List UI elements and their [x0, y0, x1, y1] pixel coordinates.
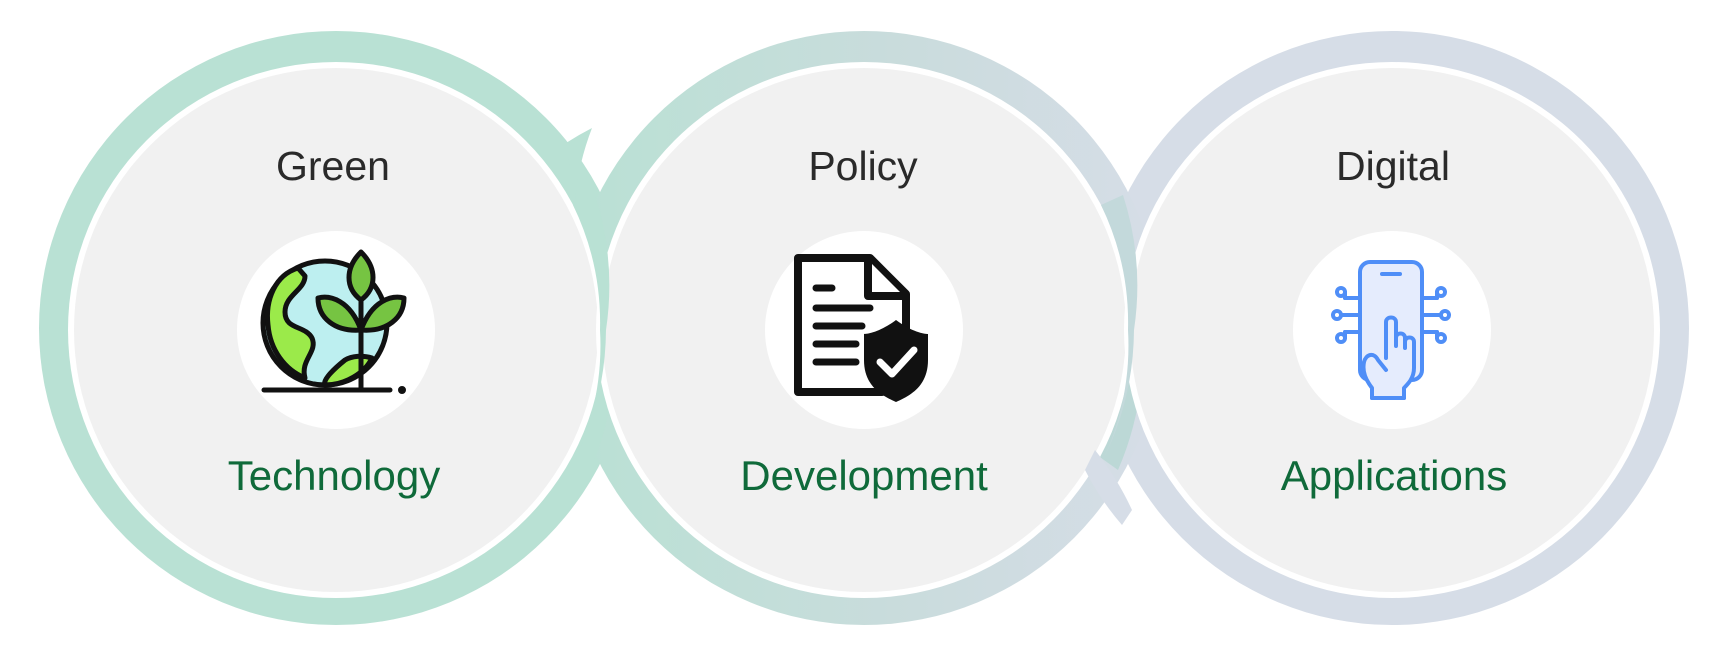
green-band-over-policy	[573, 195, 610, 460]
policy-band-over-digital	[1101, 195, 1138, 460]
document-shield-icon	[794, 254, 928, 402]
digital-band-over-policy	[1085, 450, 1132, 525]
earth-plant-icon	[260, 249, 407, 394]
policy-band-over-green	[566, 128, 592, 200]
smartphone-tap-icon	[1331, 260, 1451, 400]
ring-weave	[566, 128, 1138, 525]
